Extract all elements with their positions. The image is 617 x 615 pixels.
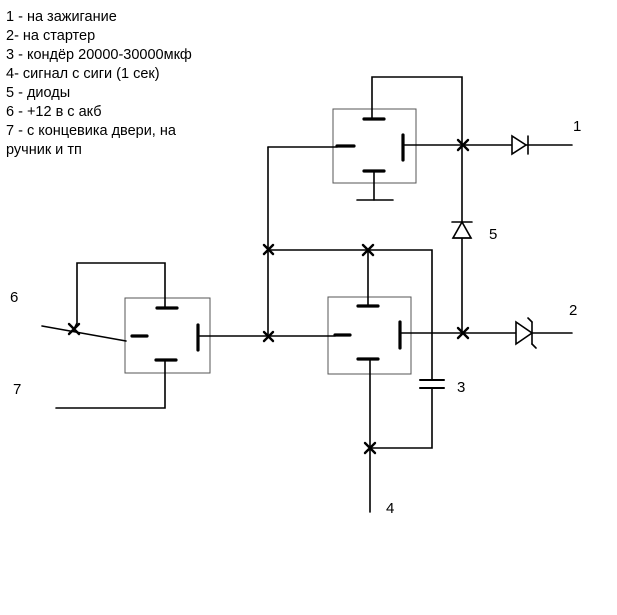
legend-item-7-cont: ручник и тп	[6, 142, 82, 158]
wires	[41, 76, 573, 513]
label-1: 1	[573, 118, 581, 135]
label-3: 3	[457, 379, 465, 396]
label-6: 6	[10, 289, 18, 306]
legend-item-6: 6 - +12 в с акб	[6, 104, 102, 120]
terminal-labels: 1 2 3 4 5 6 7	[10, 118, 581, 517]
legend-item-2: 2- на стартер	[6, 28, 96, 44]
legend: 1 - на зажигание 2- на стартер 3 - кондё…	[6, 8, 192, 160]
diode-1	[511, 134, 529, 156]
label-2: 2	[569, 302, 577, 319]
capacitor	[419, 379, 445, 389]
relay-contacts	[130, 117, 405, 362]
legend-item-3: 3 - кондёр 20000-30000мкф	[6, 47, 192, 63]
label-4: 4	[386, 500, 394, 517]
diode-5	[451, 220, 473, 239]
legend-item-7: 7 - с концевика двери, на	[6, 123, 176, 139]
legend-item-1: 1 - на зажигание	[6, 9, 117, 25]
diode-2	[515, 317, 537, 349]
legend-item-5: 5 - диоды	[6, 85, 71, 101]
label-7: 7	[13, 381, 21, 398]
label-5: 5	[489, 226, 497, 243]
legend-item-4: 4- сигнал с сиги (1 сек)	[6, 66, 160, 82]
junction-marks	[67, 138, 470, 455]
